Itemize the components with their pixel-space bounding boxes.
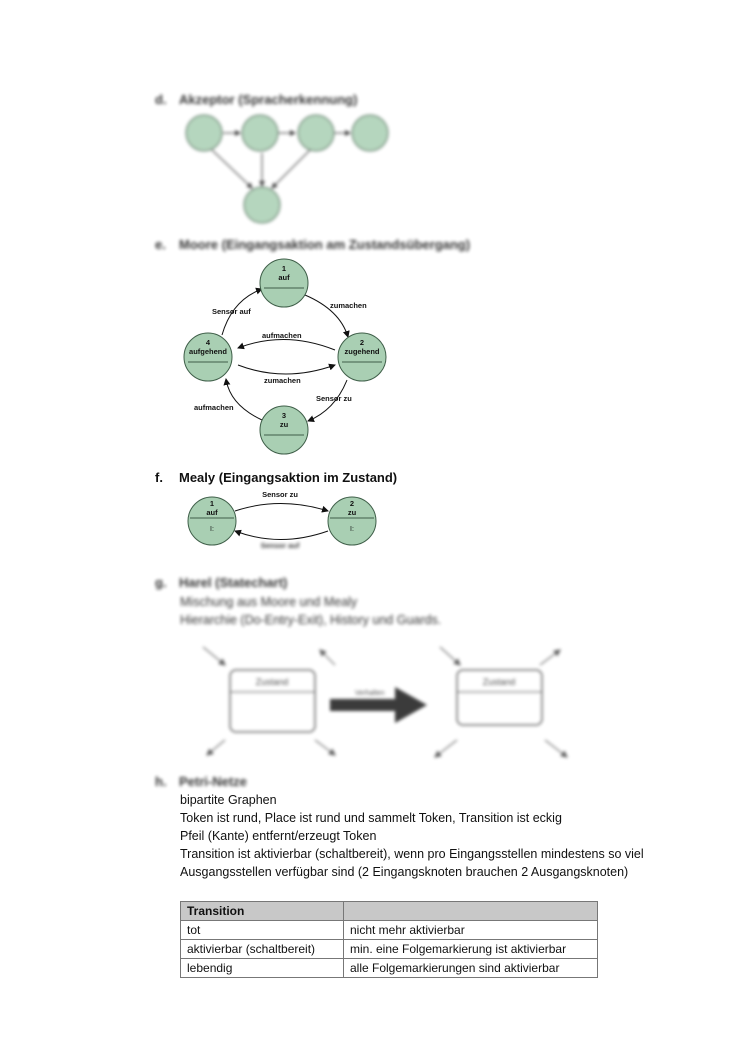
moore-state-3-num: 3 [282, 411, 286, 420]
acceptor-state-a [241, 114, 279, 152]
petri-transition-table: Transition tot nicht mehr aktivierbar ak… [180, 901, 598, 978]
moore-label-1-2: zumachen [330, 301, 367, 310]
harel-left-state-name: Zustand [256, 677, 289, 687]
section-g-heading: g.Harel (Statechart) [155, 575, 288, 590]
section-f-heading: f.Mealy (Eingangsaktion im Zustand) [155, 470, 398, 485]
table-cell-term: aktivierbar (schaltbereit) [180, 939, 344, 959]
moore-edge-2-4 [237, 338, 336, 351]
section-e-heading: e.Moore (Eingangsaktion am Zustandsüberg… [155, 237, 471, 252]
moore-state-4-name: aufgehend [189, 347, 227, 356]
harel-diagram: Zustand Zustand Verhalten [202, 646, 568, 758]
table-cell-term: tot [180, 920, 344, 940]
moore-state-3-name: zu [280, 420, 289, 429]
mealy-diagram: 1 auf 2 zu Sensor zu I: I: Sensor auf [187, 490, 377, 550]
acceptor-state-end [351, 114, 389, 152]
moore-state-1 [259, 258, 309, 308]
table-row: lebendig alle Folgemarkierungen sind akt… [180, 958, 598, 978]
table-header-row: Transition [180, 901, 598, 921]
moore-label-4-1: Sensor auf [212, 307, 251, 316]
acceptor-state-error [243, 186, 281, 224]
moore-state-1-name: auf [278, 273, 290, 282]
mealy-label-bottom: Sensor auf [261, 541, 300, 550]
table-cell-definition: nicht mehr aktivierbar [343, 920, 598, 940]
section-g-line-1: Mischung aus Moore und Mealy [180, 595, 358, 609]
moore-edge-4-2 [237, 363, 336, 375]
mealy-state-2 [327, 496, 377, 546]
acceptor-diagram [185, 114, 389, 224]
mealy-state-2-name: zu [348, 508, 357, 517]
table-row: aktivierbar (schaltbereit) min. eine Fol… [180, 939, 598, 959]
mealy-state-1 [187, 496, 237, 546]
mealy-label-top: Sensor zu [262, 490, 298, 499]
moore-label-4-2: zumachen [264, 376, 301, 385]
table-header-empty [343, 901, 598, 921]
section-h-line-2: Token ist rund, Place ist rund und samme… [180, 811, 562, 825]
acceptor-state-start [185, 114, 223, 152]
moore-state-4 [183, 332, 233, 382]
harel-right-state-name: Zustand [483, 677, 516, 687]
mealy-state-1-num: 1 [210, 499, 214, 508]
section-h-line-5: Ausgangsstellen verfügbar sind (2 Eingan… [180, 865, 629, 879]
moore-state-3 [259, 405, 309, 455]
moore-state-1-num: 1 [282, 264, 286, 273]
mealy-state-2-num: 2 [350, 499, 354, 508]
moore-label-2-3: Sensor zu [316, 394, 352, 403]
moore-state-4-num: 4 [206, 338, 211, 347]
mealy-edge-top [234, 503, 329, 513]
table-cell-definition: min. eine Folgemarkierung ist aktivierba… [343, 939, 598, 959]
mealy-state-1-action: I: [210, 526, 214, 533]
mealy-state-2-action: I: [350, 526, 354, 533]
harel-left-state [229, 669, 316, 733]
moore-edge-1-2 [304, 294, 350, 338]
harel-big-arrow [330, 687, 427, 723]
section-h-line-4: Transition ist aktivierbar (schaltbereit… [180, 847, 644, 861]
section-h-line-1: bipartite Graphen [180, 793, 277, 807]
moore-edge-4-1 [221, 287, 263, 336]
moore-label-2-4: aufmachen [262, 331, 302, 340]
section-h-heading: h.Petri-Netze [155, 774, 247, 789]
moore-state-2 [337, 332, 387, 382]
table-cell-term: lebendig [180, 958, 344, 978]
moore-diagram: 1 auf 2 zugehend 3 zu 4 aufgehend zumach… [183, 258, 387, 455]
moore-state-2-name: zugehend [345, 347, 380, 356]
moore-edge-3-4 [223, 378, 263, 421]
harel-right-state [456, 669, 543, 726]
section-d-heading: d.Akzeptor (Spracherkennung) [155, 92, 358, 107]
section-g-line-2: Hierarchie (Do-Entry-Exit), History und … [180, 613, 442, 627]
table-cell-definition: alle Folgemarkierungen sind aktivierbar [343, 958, 598, 978]
moore-edge-2-3 [307, 379, 348, 422]
mealy-state-1-name: auf [206, 508, 218, 517]
mealy-edge-bottom [234, 529, 329, 540]
moore-label-3-4: aufmachen [194, 403, 234, 412]
acceptor-state-b [297, 114, 335, 152]
harel-arrow-label: Verhalten [355, 690, 385, 697]
table-header-transition: Transition [180, 901, 344, 921]
moore-state-2-num: 2 [360, 338, 364, 347]
table-row: tot nicht mehr aktivierbar [180, 920, 598, 940]
section-h-line-3: Pfeil (Kante) entfernt/erzeugt Token [180, 829, 377, 843]
